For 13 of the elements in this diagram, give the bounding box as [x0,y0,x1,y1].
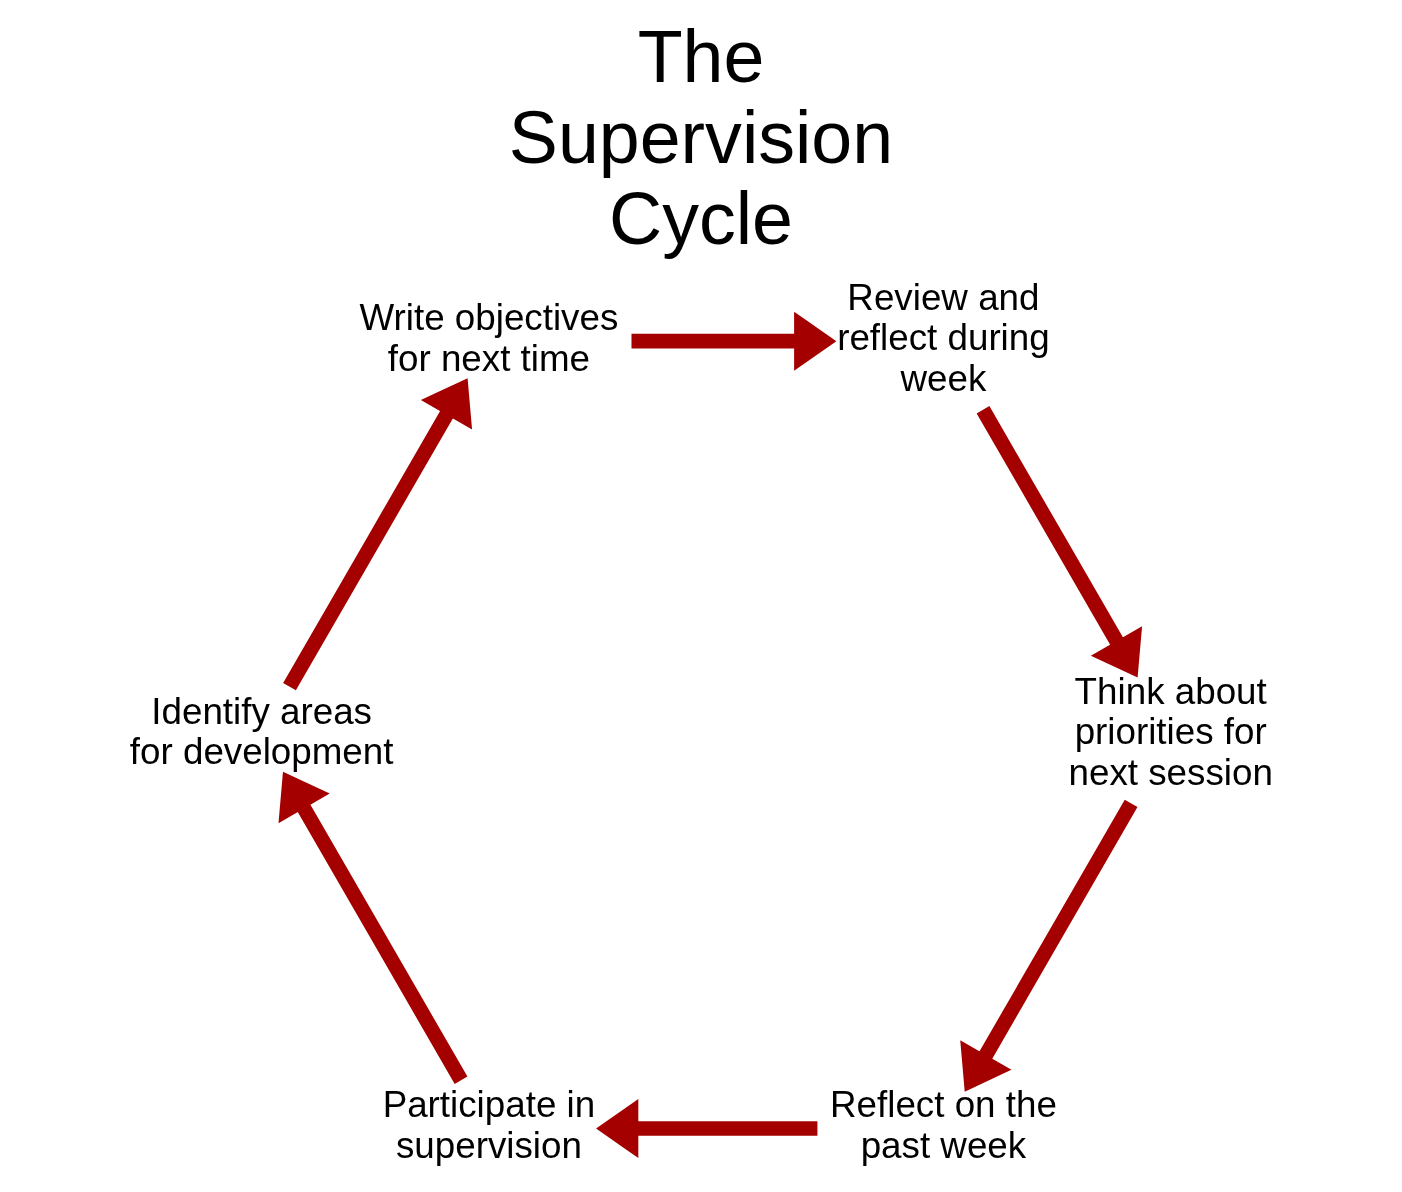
node-text: Think about priorities for next session [1068,670,1273,793]
node-text: Reflect on the past week [830,1084,1057,1166]
node-text: Review and reflect during week [837,276,1050,399]
arrow [278,771,468,1084]
diagram-title: The Supervision Cycle [508,14,894,260]
arrow [631,311,837,371]
node-text: Participate in supervision [382,1084,596,1166]
node-text: Write objectives for next time [359,297,619,379]
arrow [960,799,1138,1092]
node-text: Identify areas for development [129,690,394,773]
arrow [283,378,473,691]
arrow [976,406,1143,678]
arrow [596,1098,818,1159]
